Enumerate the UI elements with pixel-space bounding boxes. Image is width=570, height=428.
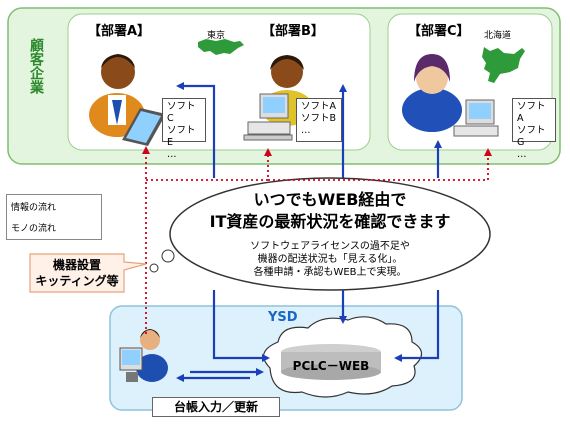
software-item: ソフトE xyxy=(167,125,196,148)
department-a-software-list: ソフトC ソフトE … xyxy=(162,98,206,160)
software-item: … xyxy=(167,149,177,160)
software-item: ソフトB xyxy=(301,113,337,124)
software-item: ソフトC xyxy=(167,101,196,124)
ledger-update-label: 台帳入力／更新 xyxy=(152,397,280,417)
customer-label: 顧客企業 xyxy=(28,38,44,94)
pclc-web-cloud xyxy=(263,316,423,398)
department-c-user-icon xyxy=(402,54,462,132)
department-a-title: 【部署A】 xyxy=(88,24,151,39)
tokyo-map-icon xyxy=(198,39,244,55)
software-item: … xyxy=(301,125,311,136)
callout-line-2: キッティング等 xyxy=(35,274,119,288)
center-bubble-desc-1: ソフトウェアライセンスの過不足や xyxy=(250,241,410,252)
goods-flow-arrows xyxy=(142,146,492,334)
software-item: ソフトA xyxy=(517,101,546,124)
legend-info-label: 情報の流れ xyxy=(11,203,57,213)
callout-box xyxy=(29,253,147,293)
callout-line-1: 機器設置 xyxy=(52,258,101,272)
department-c-software-list: ソフトA ソフトG … xyxy=(512,98,556,160)
desktop-pc-c-icon xyxy=(453,99,499,137)
tablet-icon xyxy=(122,108,166,146)
center-bubble-title-1: いつでもWEB経由で xyxy=(253,190,407,209)
center-bubble-description: ソフトウェアライセンスの過不足や 機器の配送状況も「見える化」。 各種申請・承認… xyxy=(200,240,460,279)
software-item: ソフトG xyxy=(517,125,546,148)
legend-goods-label: モノの流れ xyxy=(11,224,57,234)
ysd-label: YSD xyxy=(268,310,298,325)
department-b-software-list: ソフトA ソフトB … xyxy=(296,98,342,142)
department-c-title: 【部署C】 xyxy=(408,24,470,39)
tokyo-label: 東京 xyxy=(207,31,226,41)
info-flow-arrows xyxy=(176,82,442,382)
pclc-web-label: PCLC－WEB xyxy=(292,359,370,373)
ysd-operator-icon xyxy=(119,329,168,382)
legend: 情報の流れ モノの流れ xyxy=(6,194,102,240)
hokkaido-label: 北海道 xyxy=(484,31,512,41)
center-bubble xyxy=(149,177,491,291)
desktop-pc-b-icon xyxy=(243,93,293,141)
center-bubble-desc-3: 各種申請・承認もWEB上で実現。 xyxy=(253,267,407,278)
software-item: ソフトA xyxy=(301,101,336,112)
department-b-title: 【部署B】 xyxy=(262,24,324,39)
center-bubble-desc-2: 機器の配送状況も「見える化」。 xyxy=(257,254,403,265)
software-item: … xyxy=(517,149,527,160)
callout-text: 機器設置 キッティング等 xyxy=(30,257,124,289)
center-bubble-title-2: IT資産の最新状況を確認できます xyxy=(209,212,451,231)
hokkaido-map-icon xyxy=(482,47,525,83)
